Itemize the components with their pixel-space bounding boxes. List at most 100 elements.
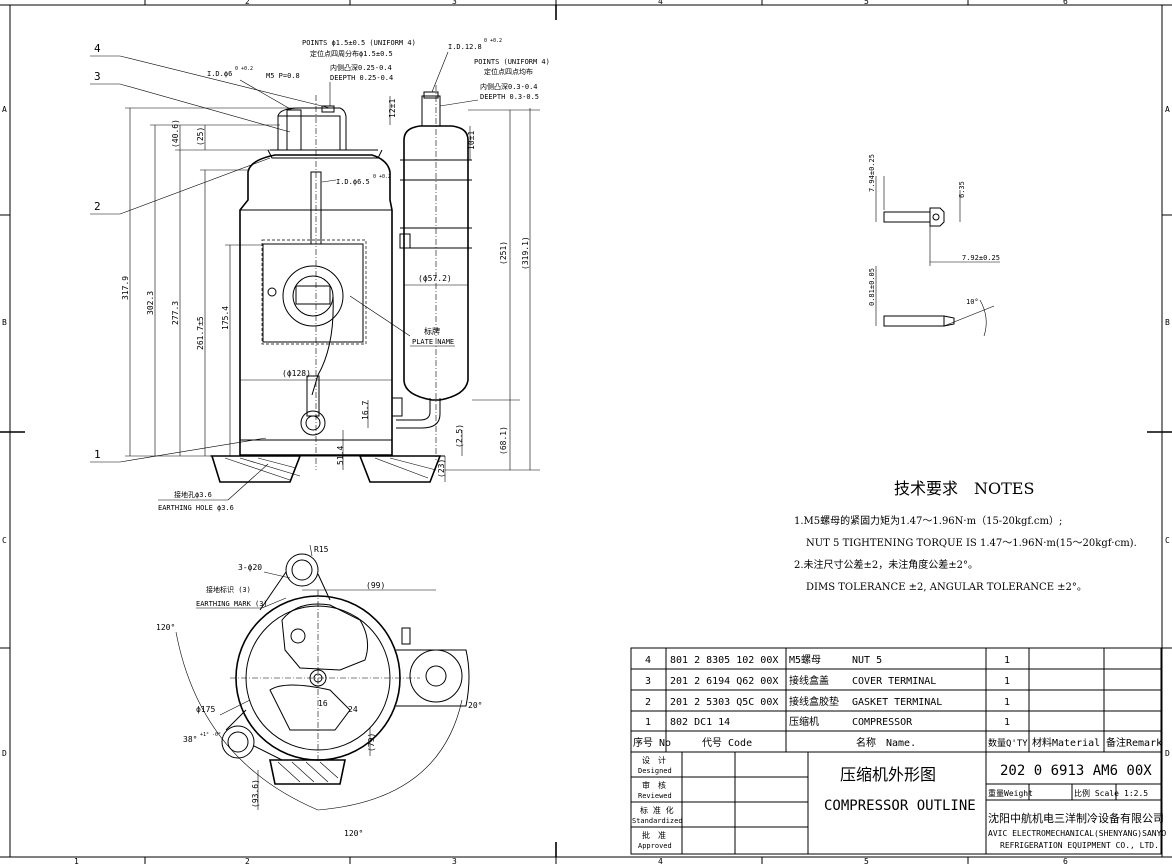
dim-10: 10±1: [467, 131, 476, 150]
standardized-cn: 标 准 化: [640, 805, 674, 815]
bom-row-2-name-en: GASKET TERMINAL: [852, 697, 942, 708]
standardized-en: Standardized: [632, 817, 683, 825]
plan-dim-16: 16: [318, 699, 328, 708]
dim-25: (25): [196, 127, 205, 146]
dim-302-3: 302.3: [146, 291, 155, 315]
scale-label: 比例 Scale: [1074, 788, 1119, 798]
zone-top-4: 4: [658, 0, 663, 6]
zone-left-a: A: [2, 105, 7, 114]
front-elevation-view: 4 3 2 1 POINTS ϕ1.5±0.5 (UNIFORM 4) 定位点四…: [90, 38, 550, 512]
callout-points-4: DEEPTH 0.25-0.4: [330, 74, 393, 82]
callout-points-1: POINTS ϕ1.5±0.5 (UNIFORM 4): [302, 39, 416, 47]
plan-angle-38: 38°: [183, 735, 197, 744]
earthing-mark-cn: 接地标识 (3): [206, 585, 251, 594]
bom-row-1-name-cn: 压缩机: [789, 715, 819, 728]
bom-header-material: 材料Material: [1032, 736, 1100, 749]
earthing-mark-en: EARTHING MARK (3): [196, 600, 268, 608]
bom-row-3-code: 201 2 6194 Q62 00X: [670, 676, 778, 687]
callout-right-1: POINTS (UNIFORM 4): [474, 58, 550, 66]
reviewed-cn: 审 核: [642, 780, 666, 790]
dim-51-4: 51.4: [336, 446, 345, 465]
approved-en: Approved: [638, 842, 672, 850]
bom-row-3-name-cn: 接线盒盖: [789, 674, 829, 687]
detail-dim-7-92: 7.92±0.25: [962, 254, 1000, 262]
bom-row-3-no: 3: [645, 676, 651, 687]
balloon-2: 2: [94, 200, 101, 213]
reviewed-en: Reviewed: [638, 792, 672, 800]
callout-id-mid-tol: 0 +0.2: [373, 174, 391, 180]
note-line-1: 1.M5螺母的紧固力矩为1.47～1.96N·m（15-20kgf.cm）;: [794, 514, 1062, 527]
callout-id-left: I.D.ϕ6: [207, 70, 232, 78]
balloon-1: 1: [94, 448, 101, 461]
bom-header-code: 代号 Code: [702, 737, 752, 749]
bom-row-2-code: 201 2 5303 Q5C 00X: [670, 697, 778, 708]
plan-holes: 3-ϕ20: [238, 563, 262, 572]
company-en-2: REFRIGERATION EQUIPMENT CO., LTD.: [1000, 841, 1159, 850]
dim-12: 12±1: [388, 99, 397, 118]
callout-m5: M5 P=0.8: [266, 72, 300, 80]
bom-row-1-no: 1: [645, 717, 651, 728]
callout-right-2: 定位点四点均布: [484, 67, 533, 76]
zone-bottom-1: 1: [74, 857, 79, 864]
zone-bottom-3: 3: [452, 857, 457, 864]
plan-dim-93-6: (93.6): [251, 779, 260, 808]
zone-bottom-4: 4: [658, 857, 663, 864]
bom-row-3-name-en: COVER TERMINAL: [852, 676, 936, 687]
dim-317-9: 317.9: [121, 276, 130, 300]
plan-dim-99: (99): [366, 581, 385, 590]
zone-right-c: C: [1165, 536, 1170, 545]
detail-angle-10: 10°: [966, 298, 979, 306]
dim-251: (251): [499, 241, 508, 265]
bom-header-name: 名称 Name.: [856, 736, 916, 749]
designed-en: Designed: [638, 767, 672, 775]
bom-row-1-qty: 1: [1004, 717, 1010, 728]
dim-phi-57-2: (ϕ57.2): [418, 274, 452, 283]
zone-left-d: D: [2, 749, 7, 758]
plate-name-cn: 标牌: [424, 326, 440, 336]
dim-261-7: 261.7±5: [196, 316, 205, 350]
bom-row-2-no: 2: [645, 697, 651, 708]
callout-points-2: 定位点四周分布ϕ1.5±0.5: [310, 49, 393, 58]
earthing-hole-en: EARTHING HOLE ϕ3.6: [158, 504, 234, 512]
note-line-2: NUT 5 TIGHTENING TORQUE IS 1.47～1.96N·m(…: [806, 538, 1137, 549]
dim-277-3: 277.3: [171, 301, 180, 325]
dim-23: (23): [437, 459, 446, 478]
bom-row-4-code: 801 2 8305 102 00X: [670, 655, 778, 666]
dim-175-4: 175.4: [221, 306, 230, 330]
company-en-1: AVIC ELECTROMECHANICAL(SHENYANG)SANYO: [988, 829, 1166, 838]
zone-top-5: 5: [864, 0, 869, 6]
zone-left-c: C: [2, 536, 7, 545]
dim-68-1: (68.1): [499, 426, 508, 455]
callout-id-mid: I.D.ϕ6.5: [336, 178, 370, 186]
notes-heading: 技术要求 NOTES: [894, 479, 1034, 498]
bom-row-4-name-cn: M5螺母: [789, 654, 821, 666]
plan-angle-38-tol: +1° -0°: [200, 732, 221, 738]
dim-319-1: (319.1): [521, 236, 530, 270]
bom-table: 4 801 2 8305 102 00X M5螺母 NUT 5 1 3 201 …: [630, 647, 1162, 753]
detail-dim-6-35: 6.35: [958, 181, 966, 198]
plate-name-en: PLATE NAME: [412, 338, 454, 346]
company-cn: 沈阳中航机电三洋制冷设备有限公司: [988, 811, 1164, 825]
zone-top-3: 3: [452, 0, 457, 6]
bom-header-qty: 数量Q'TY: [988, 737, 1028, 749]
bom-row-1-code: 802 DC1 14: [670, 717, 730, 728]
callout-id-left-tol: 0 +0.2: [235, 66, 253, 72]
bom-row-1-name-en: COMPRESSOR: [852, 717, 913, 728]
approved-cn: 批 准: [642, 830, 666, 840]
detail-dim-0-81: 0.81±0.05: [868, 268, 876, 306]
callout-id-top-tol: 0 +0.2: [484, 38, 502, 44]
note-line-3: 2.未注尺寸公差±2，未注角度公差±2°。: [794, 558, 978, 571]
dim-40-6: (40.6): [171, 119, 180, 148]
bom-row-4-name-en: NUT 5: [852, 655, 882, 666]
bom-row-4-qty: 1: [1004, 655, 1010, 666]
dim-2-5: (2.5): [455, 424, 464, 448]
drawing-number: 202 0 6913 AM6 00X: [1000, 763, 1152, 779]
designed-cn: 设 计: [642, 755, 666, 765]
zone-right-d: D: [1165, 749, 1170, 758]
zone-bottom-6: 6: [1063, 857, 1068, 864]
plan-angle-20: 20°: [468, 701, 482, 710]
plan-dim-24: 24: [348, 705, 358, 714]
zone-right-a: A: [1165, 105, 1170, 114]
